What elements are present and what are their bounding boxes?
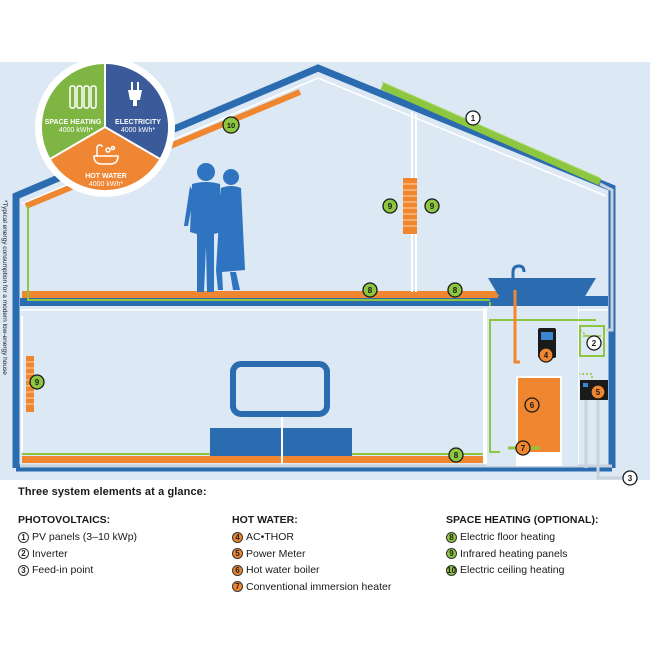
wire-pv-to-inverter: [599, 182, 614, 332]
marker-9-num: 9: [35, 378, 40, 387]
marker-4: 4: [538, 347, 554, 363]
energy-pie: SPACE HEATING 4000 kWh* ELECTRICITY 4000…: [35, 57, 175, 197]
marker-9-lower: 9: [29, 374, 45, 390]
pv-panel-edge: [381, 81, 601, 179]
pie-electricity: [105, 63, 169, 159]
legend-badge: 10: [446, 564, 457, 576]
plug-icon: [128, 82, 142, 106]
legend-label: Infrared heating panels: [460, 547, 568, 560]
legend-item: 1 PV panels (3–10 kWp): [18, 529, 137, 546]
legend-badge: 3: [18, 564, 29, 576]
roof-inner-line-right: [317, 77, 607, 197]
bathtub: [488, 278, 596, 298]
legend-badge: 4: [232, 531, 243, 543]
marker-1-num: 1: [471, 114, 476, 123]
pie-hot-water-value: 4000 kWh*: [89, 181, 124, 188]
pie-space-heating-label: SPACE HEATING: [45, 119, 102, 126]
legend-item: 7 Conventional immersion heater: [232, 579, 391, 596]
legend-label: Hot water boiler: [246, 564, 320, 577]
hot-water-pipe: [513, 290, 520, 364]
marker-8-upper-right: 8: [447, 282, 463, 298]
upper-floor-slab-right: [496, 296, 608, 306]
footnote: *Typical energy consumption for a modern…: [1, 200, 8, 375]
marker-10-num: 10: [227, 121, 235, 130]
legend-label: Conventional immersion heater: [246, 580, 392, 593]
marker-3: 3: [622, 470, 638, 486]
marker-8-num: 8: [454, 451, 459, 460]
marker-10: 10: [222, 116, 240, 134]
legend-space-heating: SPACE HEATING (OPTIONAL): 8 Electric flo…: [446, 514, 598, 579]
legend-item: 9 Infrared heating panels: [446, 546, 598, 563]
pie-hot-water-label: HOT WATER: [85, 173, 126, 180]
upper-floor-slab: [20, 298, 508, 306]
legend-label: Feed-in point: [32, 564, 94, 577]
legend-space-heating-heading: SPACE HEATING (OPTIONAL):: [446, 514, 599, 526]
legend-label: AC•THOR: [246, 531, 295, 544]
legend-hot-water: HOT WATER: 4 AC•THOR 5 Power Meter 6 Hot…: [232, 514, 391, 595]
floor-heating-upper: [22, 291, 498, 298]
faucet: [511, 264, 526, 292]
marker-8-upper-left: 8: [362, 282, 378, 298]
marker-5: 5: [590, 384, 606, 400]
marker-8-lower: 8: [448, 447, 464, 463]
legend-badge: 9: [446, 548, 457, 560]
marker-7-num: 7: [521, 444, 526, 453]
pv-panel: [380, 82, 602, 186]
legend-label: Power Meter: [246, 547, 306, 560]
bathtub-icon: [93, 144, 119, 165]
marker-8-num: 8: [368, 286, 373, 295]
marker-8-num: 8: [453, 286, 458, 295]
marker-9-num: 9: [430, 202, 435, 211]
legend-item: 5 Power Meter: [232, 546, 391, 563]
legend-label: Electric floor heating: [460, 531, 556, 544]
legend-item: 3 Feed-in point: [18, 562, 137, 579]
marker-5-num: 5: [596, 388, 601, 397]
legend-hot-water-heading: HOT WATER:: [232, 514, 298, 526]
marker-9-left: 9: [382, 198, 398, 214]
legend-label: Inverter: [32, 547, 68, 560]
marker-2: 2: [586, 335, 602, 351]
legend-item: 10 Electric ceiling heating: [446, 562, 598, 579]
legend-badge: 8: [446, 531, 457, 543]
marker-7: 7: [515, 440, 531, 456]
pie-space-heating-value: 4000 kWh*: [59, 127, 94, 134]
marker-6: 6: [524, 397, 540, 413]
legend-item: 2 Inverter: [18, 546, 137, 563]
radiator-icon: [69, 85, 97, 109]
legend-photovoltaics-heading: PHOTOVOLTAICS:: [18, 514, 111, 526]
wire-upper-left: [27, 206, 490, 301]
floor-heating-lower: [22, 456, 500, 463]
infrared-panel-upper: [403, 178, 417, 234]
pie-dividers: [49, 63, 161, 160]
legend-badge: 7: [232, 581, 243, 593]
marker-4-num: 4: [544, 351, 549, 360]
legend-item: 4 AC•THOR: [232, 529, 391, 546]
pie-electricity-label: ELECTRICITY: [115, 119, 161, 126]
legend-background: [0, 480, 650, 590]
legend-badge: 1: [18, 531, 29, 543]
marker-9-num: 9: [388, 202, 393, 211]
legend-badge: 2: [18, 548, 29, 560]
pie-electricity-value: 4000 kWh*: [121, 127, 156, 134]
legend-label: PV panels (3–10 kWp): [32, 531, 138, 544]
wire-main-feed-2: [489, 319, 596, 453]
legend-badge: 6: [232, 564, 243, 576]
legend-item: 8 Electric floor heating: [446, 529, 598, 546]
marker-1: 1: [465, 110, 481, 126]
legend: Three system elements at a glance: PHOTO…: [0, 480, 650, 593]
marker-2-num: 2: [592, 339, 597, 348]
tv-screen: [230, 361, 330, 417]
marker-6-num: 6: [530, 401, 535, 410]
legend-label: Electric ceiling heating: [460, 564, 565, 577]
legend-item: 6 Hot water boiler: [232, 562, 391, 579]
wire-meter-to-grid: [596, 392, 622, 480]
legend-photovoltaics: PHOTOVOLTAICS: 1 PV panels (3–10 kWp) 2 …: [18, 514, 137, 579]
marker-3-num: 3: [628, 474, 633, 483]
marker-9-right: 9: [424, 198, 440, 214]
legend-badge: 5: [232, 548, 243, 560]
people-silhouette: [184, 163, 245, 292]
legend-title: Three system elements at a glance:: [18, 486, 207, 498]
